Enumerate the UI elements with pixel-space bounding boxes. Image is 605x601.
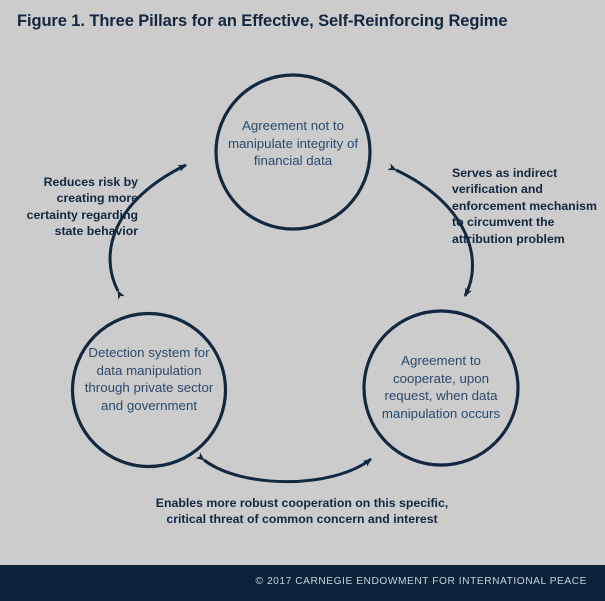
footer-bar: © 2017 CARNEGIE ENDOWMENT FOR INTERNATIO… — [0, 565, 605, 601]
edge-label-left: Reduces risk by creating more certainty … — [26, 175, 138, 239]
edge-label-bottom: Enables more robust cooperation on this … — [155, 496, 449, 527]
circle-detection-system — [70, 311, 228, 469]
arrow-right-edge — [387, 163, 474, 297]
circle-agreement-integrity — [214, 73, 372, 231]
circle-agreement-cooperate — [362, 309, 520, 467]
figure-title: Figure 1. Three Pillars for an Effective… — [17, 12, 508, 30]
node-label-agreement-integrity: Agreement not to manipulate integrity of… — [227, 118, 359, 168]
arrow-left-edge — [108, 163, 187, 300]
edge-label-right: Serves as indirect verification and enfo… — [452, 166, 597, 246]
copyright-text: © 2017 CARNEGIE ENDOWMENT FOR INTERNATIO… — [255, 576, 587, 587]
node-label-detection-system: Detection system for data manipulation t… — [84, 345, 214, 413]
node-label-agreement-cooperate: Agreement to cooperate, upon request, wh… — [381, 353, 501, 421]
arrow-bottom-edge — [195, 452, 372, 484]
